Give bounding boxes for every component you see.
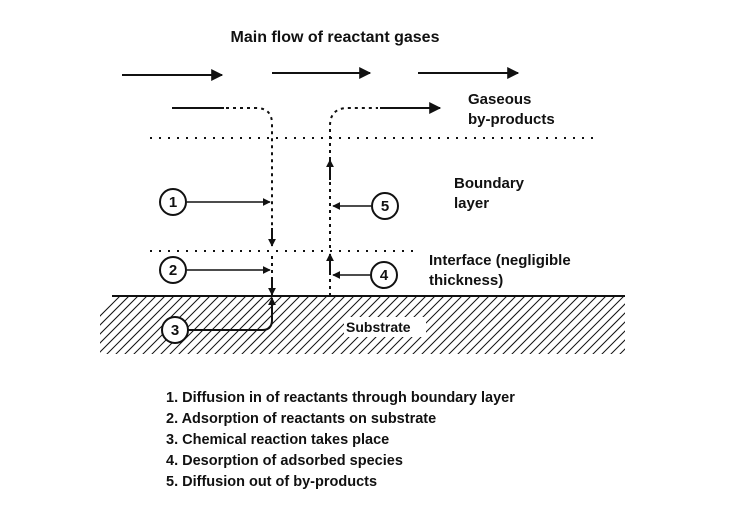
hatch-line xyxy=(645,296,705,356)
byproducts-label-line2: by-products xyxy=(468,111,555,128)
hatch-line xyxy=(214,296,274,354)
step-marker-2: 2 xyxy=(159,256,187,284)
reaction-arrow xyxy=(188,297,276,331)
legend-item-2: 2. Adsorption of reactants on substrate xyxy=(166,411,436,427)
hatch-line xyxy=(268,296,328,354)
byproduct-outflow-path xyxy=(326,102,442,296)
hatch-line xyxy=(636,296,696,356)
diagram-title: Main flow of reactant gases xyxy=(231,29,440,46)
hatch-line xyxy=(106,296,166,354)
hatch-line xyxy=(295,296,355,354)
hatch-line xyxy=(538,296,598,354)
hatch-line xyxy=(277,296,337,354)
hatch-line xyxy=(100,296,130,326)
step-marker-5: 5 xyxy=(371,192,399,220)
legend-item-4: 4. Desorption of adsorbed species xyxy=(166,453,403,469)
substrate-block: Substrate xyxy=(100,295,735,356)
hatch-line xyxy=(511,296,571,354)
hatch-line xyxy=(286,296,346,354)
hatch-line xyxy=(475,296,535,354)
substrate-label: Substrate xyxy=(346,319,411,335)
hatch-line xyxy=(403,296,463,354)
hatch-line xyxy=(547,296,607,354)
hatch-line xyxy=(205,296,265,354)
hatch-line xyxy=(100,296,139,335)
hatch-line xyxy=(259,296,319,354)
legend-item-3: 3. Chemical reaction takes place xyxy=(166,432,389,448)
step-marker-3: 3 xyxy=(161,316,189,344)
hatch-line xyxy=(115,296,175,354)
byproducts-label-line1: Gaseous xyxy=(468,91,531,108)
hatch-line xyxy=(421,296,481,354)
boundary-layer-label-line2: layer xyxy=(454,195,489,212)
hatch-line xyxy=(592,321,625,354)
hatch-line xyxy=(250,296,310,354)
interface-label-line1: Interface (negligible xyxy=(429,252,571,269)
step-marker-5-text: 5 xyxy=(381,198,389,215)
hatch-line xyxy=(556,296,616,354)
hatch-line xyxy=(448,296,508,354)
step-marker-1-text: 1 xyxy=(169,194,177,211)
legend: 1. Diffusion in of reactants through bou… xyxy=(166,390,515,490)
hatch-line xyxy=(520,296,580,354)
hatch-line xyxy=(232,296,292,354)
hatch-line xyxy=(574,303,625,354)
hatch-line xyxy=(178,296,238,354)
hatch-line xyxy=(430,296,490,354)
hatch-line xyxy=(690,296,735,356)
step-marker-1: 1 xyxy=(159,188,187,216)
legend-item-5: 5. Diffusion out of by-products xyxy=(166,474,377,490)
hatch-line xyxy=(502,296,562,354)
substrate-hatching xyxy=(100,296,735,356)
hatch-line xyxy=(619,348,625,354)
hatch-line xyxy=(493,296,553,354)
hatch-line xyxy=(100,296,157,353)
hatch-line xyxy=(412,296,472,354)
hatch-line xyxy=(672,296,732,356)
hatch-line xyxy=(169,296,229,354)
interface-label-line2: thickness) xyxy=(429,272,503,289)
hatch-line xyxy=(654,296,714,356)
substrate-label-bg xyxy=(344,317,426,337)
reactant-inflow-path xyxy=(172,107,276,296)
step-marker-4: 4 xyxy=(370,261,398,289)
hatch-line xyxy=(601,330,625,354)
hatch-line xyxy=(466,296,526,354)
hatch-line xyxy=(313,296,373,354)
hatch-line xyxy=(187,296,247,354)
step-marker-3-text: 3 xyxy=(171,322,179,339)
hatch-line xyxy=(100,296,121,317)
hatch-line xyxy=(610,339,625,354)
hatch-line xyxy=(196,296,256,354)
hatch-line xyxy=(160,296,220,354)
hatch-line xyxy=(627,296,687,356)
step-marker-2-text: 2 xyxy=(169,262,177,279)
hatch-line xyxy=(484,296,544,354)
main-flow-arrows xyxy=(122,67,520,81)
hatch-line xyxy=(663,296,723,356)
hatch-line xyxy=(304,296,364,354)
hatch-line xyxy=(457,296,517,354)
boundary-layer-label-line1: Boundary xyxy=(454,175,525,192)
hatch-line xyxy=(699,296,735,356)
legend-item-1: 1. Diffusion in of reactants through bou… xyxy=(166,390,515,406)
step-marker-4-text: 4 xyxy=(380,267,389,284)
hatch-line xyxy=(439,296,499,354)
hatch-line xyxy=(583,312,625,354)
hatch-line xyxy=(100,296,148,344)
hatch-line xyxy=(681,296,735,356)
hatch-line xyxy=(529,296,589,354)
hatch-line xyxy=(565,296,625,354)
hatch-line xyxy=(124,296,184,354)
